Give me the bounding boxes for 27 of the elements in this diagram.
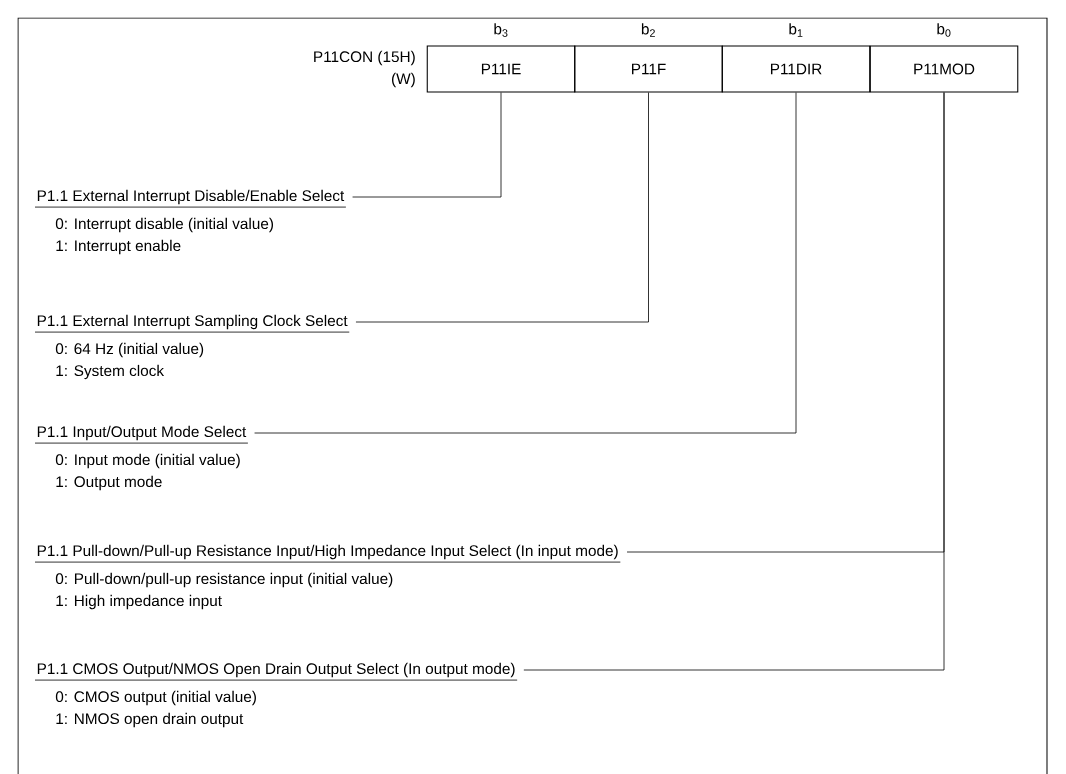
option-text: 1: System clock (56, 364, 165, 380)
option-text: 1: Output mode (56, 475, 162, 491)
field-heading: P1.1 External Interrupt Sampling Clock Select (34, 314, 350, 333)
field-heading: P1.1 Pull-down/Pull-up Resistance Input/High Impedance Input Select (In input mode) (34, 544, 621, 563)
option-text: 1: Interrupt enable (56, 239, 181, 255)
field-heading: P1.1 Input/Output Mode Select (34, 425, 249, 444)
register-cell: P11F (574, 45, 723, 93)
field-heading: P1.1 External Interrupt Disable/Enable Select (34, 189, 347, 208)
leader-line (254, 92, 797, 434)
option-text: 1: NMOS open drain output (56, 712, 244, 728)
option-text: 0: CMOS output (initial value) (55, 690, 256, 706)
option-text: 0: Interrupt disable (initial value) (55, 217, 273, 233)
option-text: 1: High impedance input (56, 594, 222, 610)
bit-label: b$_{1}$ (789, 23, 803, 37)
register-cell: P11MOD (869, 45, 1019, 93)
leader-line (523, 92, 945, 671)
option-text: 0: Input mode (initial value) (55, 453, 240, 469)
register-cell: P11IE (426, 45, 576, 93)
leader-line (355, 92, 649, 323)
bit-label: b$_{3}$ (494, 23, 508, 37)
option-text: 0: 64 Hz (initial value) (55, 342, 204, 358)
bit-label: b$_{2}$ (641, 23, 655, 37)
leader-line (352, 92, 502, 198)
bit-label: b$_{0}$ (937, 23, 951, 37)
register-cell: P11DIR (721, 45, 871, 93)
field-heading: P1.1 CMOS Output/NMOS Open Drain Output Select (In output mode) (34, 662, 518, 681)
option-text: 0: Pull-down/pull-up resistance input (initial value) (55, 572, 393, 588)
